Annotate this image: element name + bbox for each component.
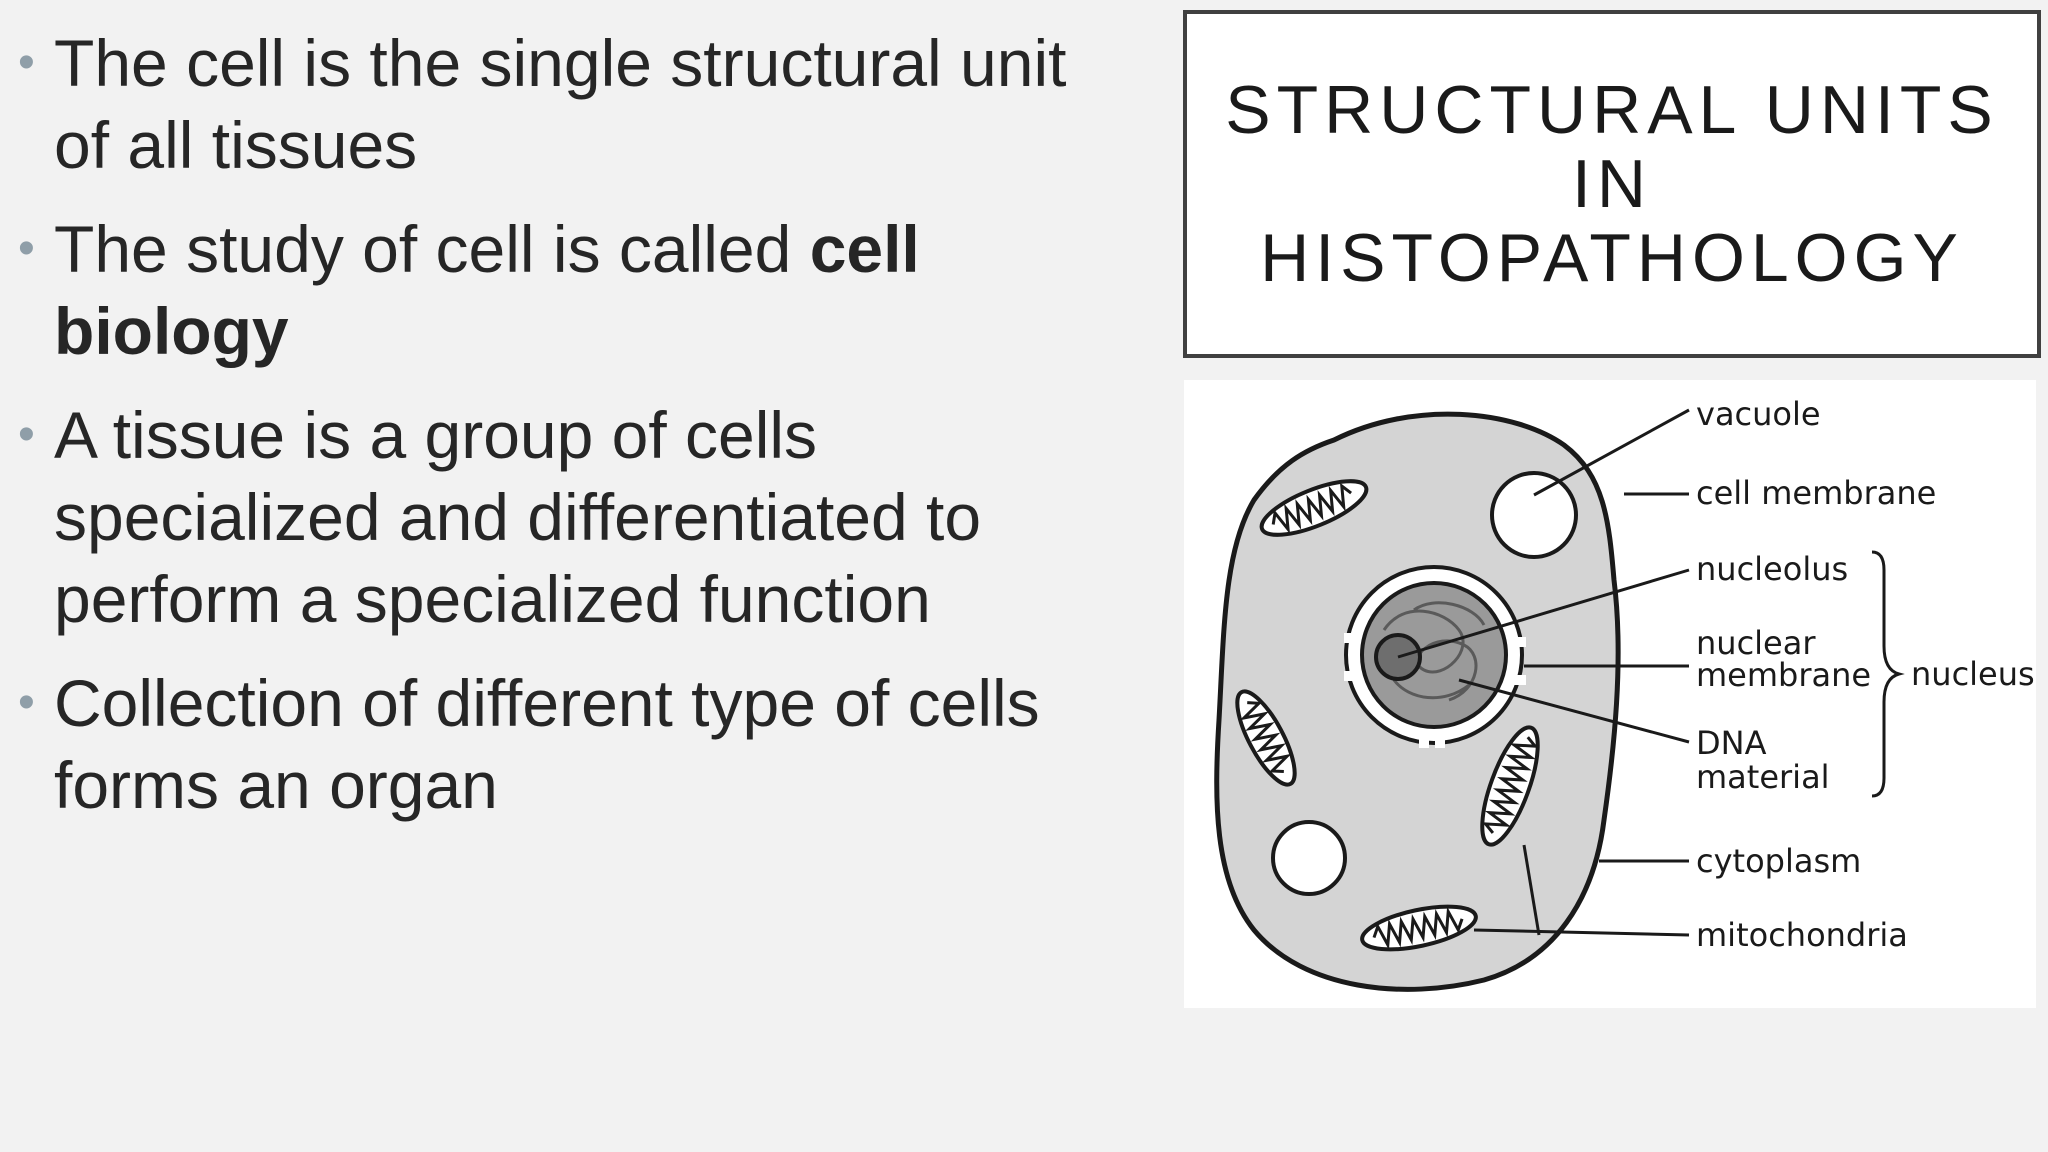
cell-diagram: vacuole cell membrane nucleolus nuclear … xyxy=(1184,380,2036,1008)
nucleus-brace xyxy=(1871,550,1905,798)
bullet-item-tissue: • A tissue is a group of cells specializ… xyxy=(18,394,1138,640)
mitochondrion-shape xyxy=(1235,689,1297,787)
label-mitochondria: mitochondria xyxy=(1696,916,1908,954)
vacuole-shape xyxy=(1271,820,1347,896)
mitochondrion-shape xyxy=(1360,904,1478,952)
nuclear-pore xyxy=(1344,633,1526,748)
bullet-item-organ: • Collection of different type of cells … xyxy=(18,662,1138,826)
label-cell-membrane: cell membrane xyxy=(1696,474,1936,512)
label-nucleus: nucleus xyxy=(1911,655,2035,693)
mitochondrion-shape xyxy=(1480,725,1540,847)
bullet-list: • The cell is the single structural unit… xyxy=(18,22,1138,848)
bullet-text: The cell is the single structural unit o… xyxy=(54,26,1067,182)
nucleus-shape xyxy=(1360,581,1508,729)
dna-material-shape xyxy=(1382,601,1486,702)
bullet-dot-icon: • xyxy=(18,222,35,275)
bullet-dot-icon: • xyxy=(18,676,35,729)
leader-lines xyxy=(1397,408,1690,937)
bullet-item-cell-biology: • The study of cell is called cell biolo… xyxy=(18,208,1138,372)
mitochondrion-shape xyxy=(1259,479,1369,537)
label-nuclear-line2: membrane xyxy=(1696,656,1871,694)
bullet-dot-icon: • xyxy=(18,408,35,461)
label-nucleolus: nucleolus xyxy=(1696,550,1848,588)
bullet-bold-term: cell biology xyxy=(54,212,920,368)
title-box: STRUCTURAL UNITS IN HISTOPATHOLOGY xyxy=(1183,10,2041,358)
vacuole-shape xyxy=(1490,471,1578,559)
cell-diagram-svg: vacuole cell membrane nucleolus nuclear … xyxy=(1214,395,2035,992)
label-cytoplasm: cytoplasm xyxy=(1696,842,1861,880)
label-dna-line1: DNA xyxy=(1696,724,1767,762)
label-nuclear-line1: nuclear xyxy=(1696,624,1816,662)
label-vacuole: vacuole xyxy=(1696,395,1821,433)
bullet-text: Collection of different type of cells fo… xyxy=(54,666,1040,822)
slide-title: STRUCTURAL UNITS IN HISTOPATHOLOGY xyxy=(1225,72,1999,296)
bullet-dot-icon: • xyxy=(18,36,35,89)
bullet-text: The study of cell is called xyxy=(54,212,810,286)
bullet-item-cell-unit: • The cell is the single structural unit… xyxy=(18,22,1138,186)
bullet-text: A tissue is a group of cells specialized… xyxy=(54,398,982,636)
label-dna-line2: material xyxy=(1696,758,1830,796)
